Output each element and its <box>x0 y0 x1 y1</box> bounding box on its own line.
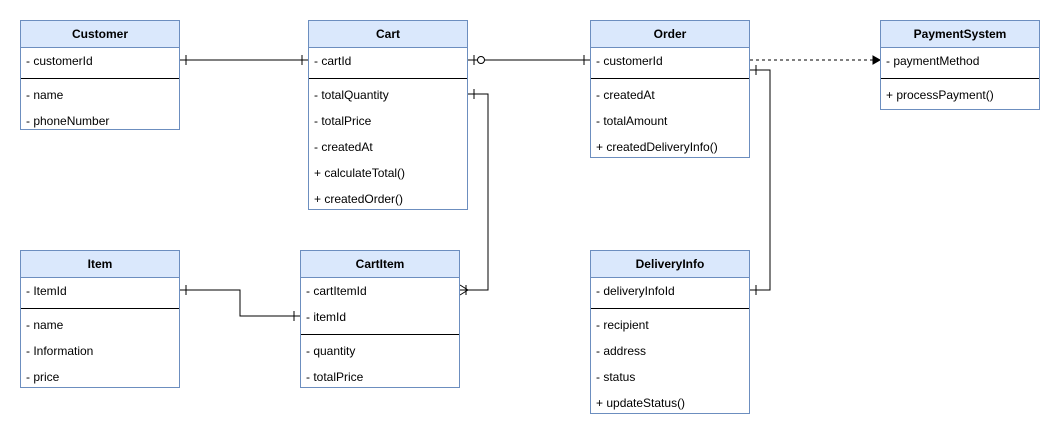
field-cartItemId: - cartItemId <box>306 284 367 298</box>
attr-name: - name <box>26 318 64 332</box>
attr-recipient: - recipient <box>596 318 649 332</box>
separator <box>309 74 467 82</box>
field-customerId: - customerId <box>26 54 93 68</box>
method-updateStatus: + updateStatus() <box>596 396 686 410</box>
attr-quantity: - quantity <box>306 344 356 358</box>
connector-order-delivery <box>750 65 771 295</box>
attr-totalPrice: - totalPrice <box>314 114 372 128</box>
class-customer[interactable]: Customer - customerId - name - phoneNumb… <box>20 20 180 130</box>
class-paymentsystem-title: PaymentSystem <box>881 21 1039 48</box>
attr-price: - price <box>26 370 60 384</box>
separator <box>881 74 1039 82</box>
method-processPayment: + processPayment() <box>886 88 994 102</box>
attr-address: - address <box>596 344 647 358</box>
method-createdOrder: + createdOrder() <box>314 192 404 206</box>
class-paymentsystem[interactable]: PaymentSystem - paymentMethod + processP… <box>880 20 1040 110</box>
field-itemId: - itemId <box>306 310 347 324</box>
class-order-title: Order <box>591 21 749 48</box>
class-item-title: Item <box>21 251 179 278</box>
connector-cart-cartitem <box>459 89 489 296</box>
field-customerId: - customerId <box>596 54 663 68</box>
field-itemId: - ItemId <box>26 284 67 298</box>
field-deliveryInfoId: - deliveryInfoId <box>596 284 675 298</box>
class-customer-title: Customer <box>21 21 179 48</box>
method-createdDeliveryInfo: + createdDeliveryInfo() <box>596 140 718 154</box>
connector-item-cartitem <box>180 285 300 321</box>
class-deliveryinfo-title: DeliveryInfo <box>591 251 749 278</box>
class-deliveryinfo[interactable]: DeliveryInfo - deliveryInfoId - recipien… <box>590 250 750 414</box>
class-cart[interactable]: Cart - cartId - totalQuantity - totalPri… <box>308 20 468 210</box>
attr-createdAt: - createdAt <box>314 140 373 154</box>
attr-createdAt: - createdAt <box>596 88 655 102</box>
class-item[interactable]: Item - ItemId - name - Information - pri… <box>20 250 180 388</box>
separator <box>301 330 459 338</box>
attr-totalPrice: - totalPrice <box>306 370 364 384</box>
class-cartitem[interactable]: CartItem - cartItemId - itemId - quantit… <box>300 250 460 388</box>
attr-information: - Information <box>26 344 94 358</box>
separator <box>591 304 749 312</box>
attr-totalQuantity: - totalQuantity <box>314 88 389 102</box>
field-cartId: - cartId <box>314 54 352 68</box>
attr-status: - status <box>596 370 636 384</box>
connector-customer-cart <box>180 55 308 65</box>
connector-cart-order <box>468 55 590 65</box>
connector-order-payment <box>750 55 882 65</box>
separator <box>21 304 179 312</box>
attr-phoneNumber: - phoneNumber <box>26 114 110 128</box>
class-cartitem-title: CartItem <box>301 251 459 278</box>
field-paymentMethod: - paymentMethod <box>886 54 980 68</box>
method-calculateTotal: + calculateTotal() <box>314 166 406 180</box>
class-order[interactable]: Order - customerId - createdAt - totalAm… <box>590 20 750 158</box>
attr-totalAmount: - totalAmount <box>596 114 668 128</box>
attr-name: - name <box>26 88 64 102</box>
class-cart-title: Cart <box>309 21 467 48</box>
separator <box>21 74 179 82</box>
separator <box>591 74 749 82</box>
